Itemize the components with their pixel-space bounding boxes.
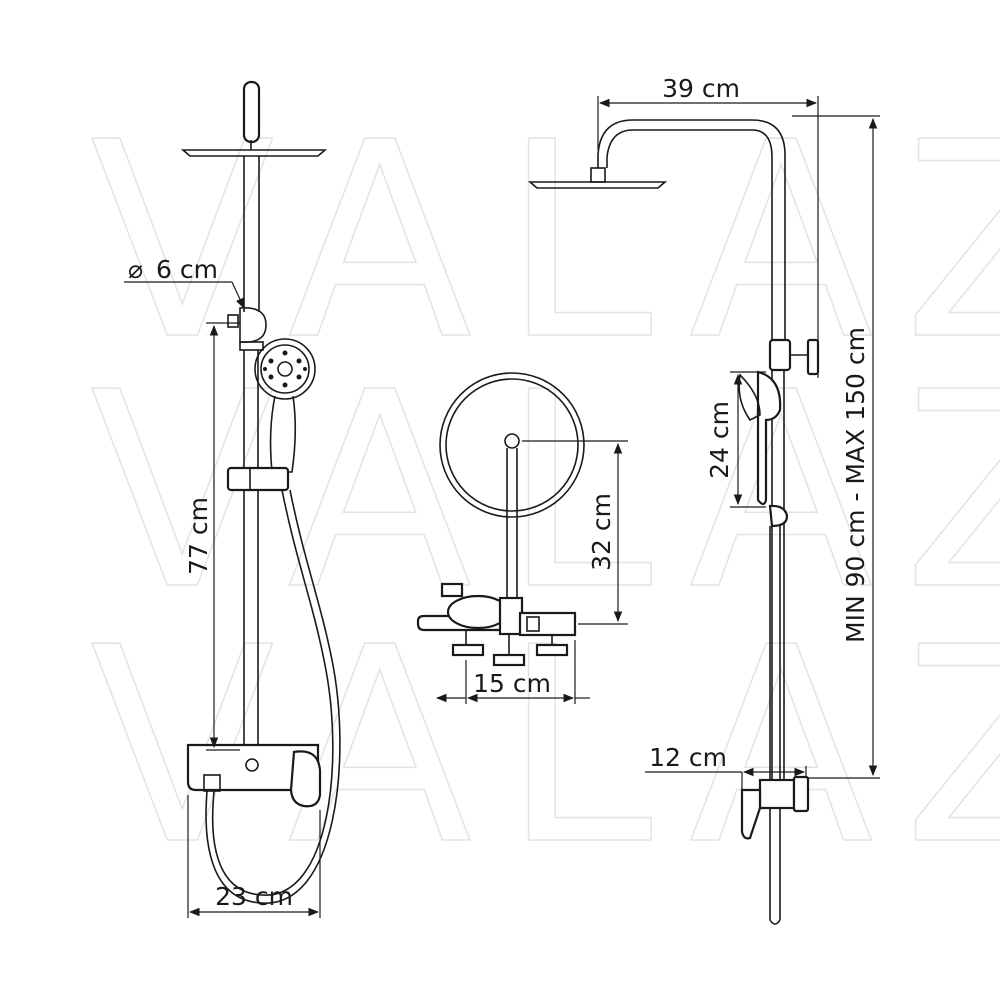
front-view: 6 cm ⌀ 77 cm 23 cm [124, 80, 341, 918]
mixer-top [416, 582, 577, 667]
rain-shower-head [180, 149, 328, 157]
top-view: 32 cm 15 cm [416, 372, 628, 704]
dim-arm-reach: 39 cm [662, 74, 740, 103]
dim-adjustable-height: MIN 90 cm - MAX 150 cm [841, 327, 870, 643]
dim-mixer-width-top: 15 cm [473, 669, 551, 698]
side-slider-holder [768, 504, 789, 528]
dim-wall-offset: 12 cm [649, 743, 727, 772]
dim-mixer-width-front: 23 cm [215, 882, 293, 911]
rain-head-outline-outer [439, 372, 585, 518]
watermark: VALAZ VALAZ VALAZ [89, 83, 1000, 905]
side-mixer [740, 775, 810, 840]
shower-hose [211, 489, 334, 896]
dim-pipe-diameter: 6 cm [156, 255, 218, 284]
side-diverter [768, 338, 792, 372]
side-view: 39 cm 24 cm MIN 90 cm - MAX 150 cm 12 cm [527, 74, 880, 925]
dim-hand-shower-length: 24 cm [705, 401, 734, 479]
bracket-nut [239, 341, 264, 351]
slider-holder [226, 466, 290, 492]
dim-outlet-height: 32 cm [587, 493, 616, 571]
mixer-body [186, 743, 322, 808]
diverter-knob [227, 314, 239, 328]
side-rain-head [527, 181, 668, 189]
watermark-row-1: VALAZ [90, 84, 1000, 399]
riser-top-cap [242, 80, 261, 144]
shower-arm [597, 119, 786, 345]
watermark-row-2: VALAZ [90, 334, 1000, 649]
rain-head-outline-inner [445, 378, 579, 512]
dim-slide-rail-height: 77 cm [184, 497, 213, 575]
diameter-symbol: ⌀ [128, 255, 143, 284]
